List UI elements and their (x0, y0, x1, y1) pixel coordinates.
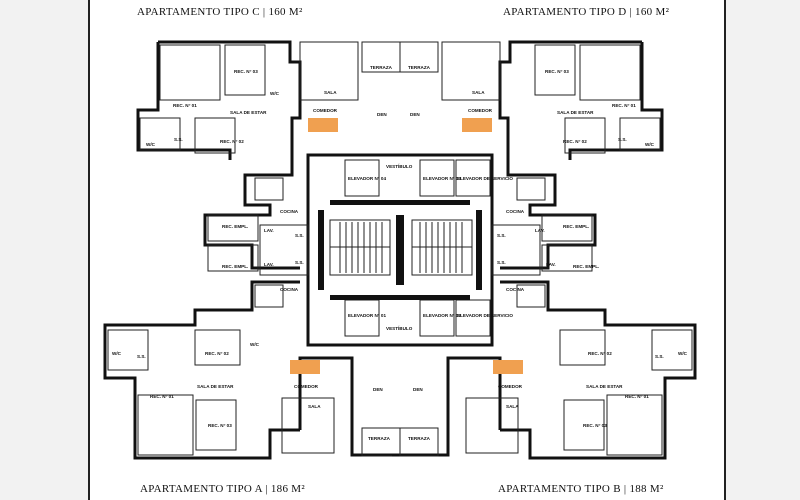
label-a-rec3: REC. N° 03 (208, 423, 232, 428)
label-vestibulo-top: VESTÍBULO (386, 162, 413, 169)
service-block-right (491, 214, 593, 276)
label-rec-empl-right-top: REC. EMPL. (563, 224, 589, 229)
label-d-den: DEN (410, 112, 420, 117)
label-c-sala-estar: SALA DE ESTAR (230, 110, 267, 115)
label-lav-right-top: LAV. (535, 228, 545, 233)
label-c-rec1: REC. N° 01 (173, 103, 197, 108)
label-service-elevator-bottom: ELEVADOR DE SERVICIO (457, 313, 513, 318)
label-elevator-02: ELEVADOR N° 02 (423, 313, 461, 318)
label-rec-empl-right-bottom: REC. EMPL. (573, 264, 599, 269)
label-b-rec1: REC. N° 01 (625, 394, 649, 399)
label-b-cocina: COCINA (506, 287, 525, 292)
label-d-comedor: COMEDOR (468, 108, 493, 113)
title-apartment-d: APARTAMENTO TIPO D | 160 M² (503, 6, 670, 18)
label-a-rec2: REC. N° 02 (205, 351, 229, 356)
label-elevator-01: ELEVADOR N° 01 (348, 313, 386, 318)
label-c-wc: W/C (146, 142, 156, 147)
stairs-right (411, 219, 473, 276)
label-a-comedor: COMEDOR (294, 384, 319, 389)
dining-table-d (462, 118, 492, 132)
stairs-left (329, 219, 391, 276)
apartment-b-outline (392, 280, 697, 460)
label-b-den: DEN (413, 387, 423, 392)
label-vestibulo-bottom: VESTÍBULO (386, 324, 413, 331)
label-a-terraza: TERRAZA (368, 436, 391, 441)
service-elevator-top-box (455, 159, 491, 197)
apartment-a-outline (103, 280, 408, 460)
label-a-ss: S.S. (137, 354, 146, 359)
label-elevator-04: ELEVADOR N° 04 (348, 176, 386, 181)
label-ss-left-service-bottom: S.S. (295, 260, 304, 265)
label-a-sala-estar: SALA DE ESTAR (197, 384, 234, 389)
floor-plan-sheet (88, 0, 726, 500)
label-d-wc: W/C (645, 142, 655, 147)
label-elevator-03: ELEVADOR N° 03 (423, 176, 461, 181)
label-d-sala-estar: SALA DE ESTAR (557, 110, 594, 115)
label-service-elevator-top: ELEVADOR DE SERVICIO (457, 176, 513, 181)
elevator-02-box (419, 299, 455, 337)
elevator-04-box (344, 159, 380, 197)
label-c-sala: SALA (324, 90, 337, 95)
label-lav-left-top: LAV. (264, 228, 274, 233)
dining-table-a (290, 360, 320, 374)
label-a-wc: W/C (112, 351, 122, 356)
label-b-terraza: TERRAZA (408, 436, 431, 441)
label-c-den: DEN (377, 112, 387, 117)
label-b-sala: SALA (506, 404, 519, 409)
title-apartment-a: APARTAMENTO TIPO A | 186 M² (140, 483, 305, 495)
central-core (306, 153, 494, 347)
label-d-rec2: REC. N° 02 (563, 139, 587, 144)
label-c-rec2: REC. N° 02 (220, 139, 244, 144)
label-c-cocina: COCINA (280, 209, 299, 214)
label-c-wc2: W/C (270, 91, 280, 96)
label-b-rec2: REC. N° 02 (588, 351, 612, 356)
label-b-sala-estar: SALA DE ESTAR (586, 384, 623, 389)
elevator-03-box (419, 159, 455, 197)
label-rec-empl-left-bottom: REC. EMPL. (222, 264, 248, 269)
label-lav-left-bottom: LAV. (264, 262, 274, 267)
title-apartment-c: APARTAMENTO TIPO C | 160 M² (137, 6, 303, 18)
label-c-ss: S.S. (174, 137, 183, 142)
label-ss-left-service-top: S.S. (295, 233, 304, 238)
label-d-rec1: REC. N° 01 (612, 103, 636, 108)
title-apartment-b: APARTAMENTO TIPO B | 188 M² (498, 483, 664, 495)
label-b-comedor: COMEDOR (498, 384, 523, 389)
dining-table-c (308, 118, 338, 132)
label-b-ss: S.S. (655, 354, 664, 359)
label-b-rec3: REC. N° 03 (583, 423, 607, 428)
label-d-ss: S.S. (618, 137, 627, 142)
label-ss-right-service-top: S.S. (497, 233, 506, 238)
label-lav-right-bottom: LAV. (546, 262, 556, 267)
label-a-cocina: COCINA (280, 287, 299, 292)
label-c-rec3: REC. N° 03 (234, 69, 258, 74)
label-d-cocina: COCINA (506, 209, 525, 214)
label-a-wc2: W/C (250, 342, 260, 347)
label-c-terraza: TERRAZA (370, 65, 393, 70)
service-elevator-bottom-box (455, 299, 491, 337)
dining-table-b (493, 360, 523, 374)
label-a-sala: SALA (308, 404, 321, 409)
label-c-comedor: COMEDOR (313, 108, 338, 113)
label-d-sala: SALA (472, 90, 485, 95)
label-d-rec3: REC. N° 03 (545, 69, 569, 74)
label-a-den: DEN (373, 387, 383, 392)
label-d-terraza: TERRAZA (408, 65, 431, 70)
label-a-rec1: REC. N° 01 (150, 394, 174, 399)
elevator-01-box (344, 299, 380, 337)
label-ss-right-service-bottom: S.S. (497, 260, 506, 265)
service-block-left (207, 214, 309, 276)
label-rec-empl-left-top: REC. EMPL. (222, 224, 248, 229)
label-b-wc: W/C (678, 351, 688, 356)
